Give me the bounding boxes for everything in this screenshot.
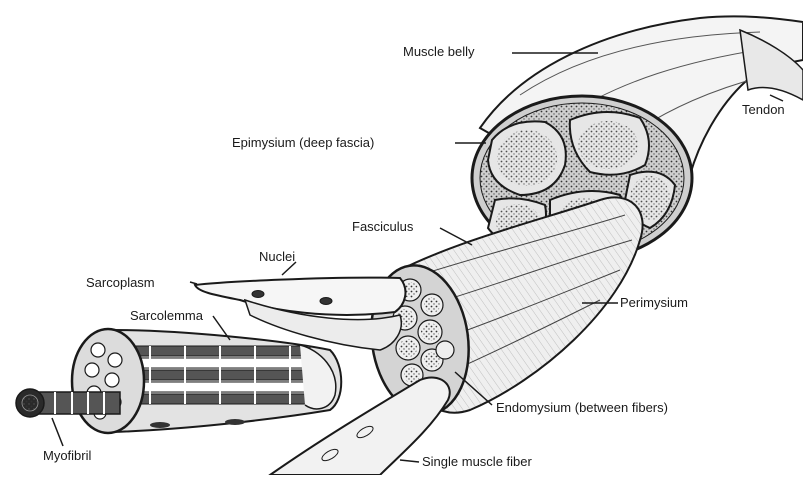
- label-sarcoplasm: Sarcoplasm: [86, 276, 155, 289]
- label-nuclei: Nuclei: [259, 250, 295, 263]
- label-epimysium: Epimysium (deep fascia): [232, 136, 374, 149]
- label-perimysium: Perimysium: [620, 296, 688, 309]
- myofibril-rod: [16, 389, 120, 417]
- label-myofibril: Myofibril: [43, 449, 91, 462]
- label-single-muscle-fiber: Single muscle fiber: [422, 455, 532, 468]
- label-fasciculus: Fasciculus: [352, 220, 413, 233]
- label-muscle-belly: Muscle belly: [403, 45, 475, 58]
- label-tendon: Tendon: [742, 103, 785, 116]
- fiber-cross-section-end: [72, 329, 144, 433]
- label-sarcolemma: Sarcolemma: [130, 309, 203, 322]
- muscle-fiber-tube: [112, 330, 341, 432]
- label-endomysium: Endomysium (between fibers): [496, 401, 668, 414]
